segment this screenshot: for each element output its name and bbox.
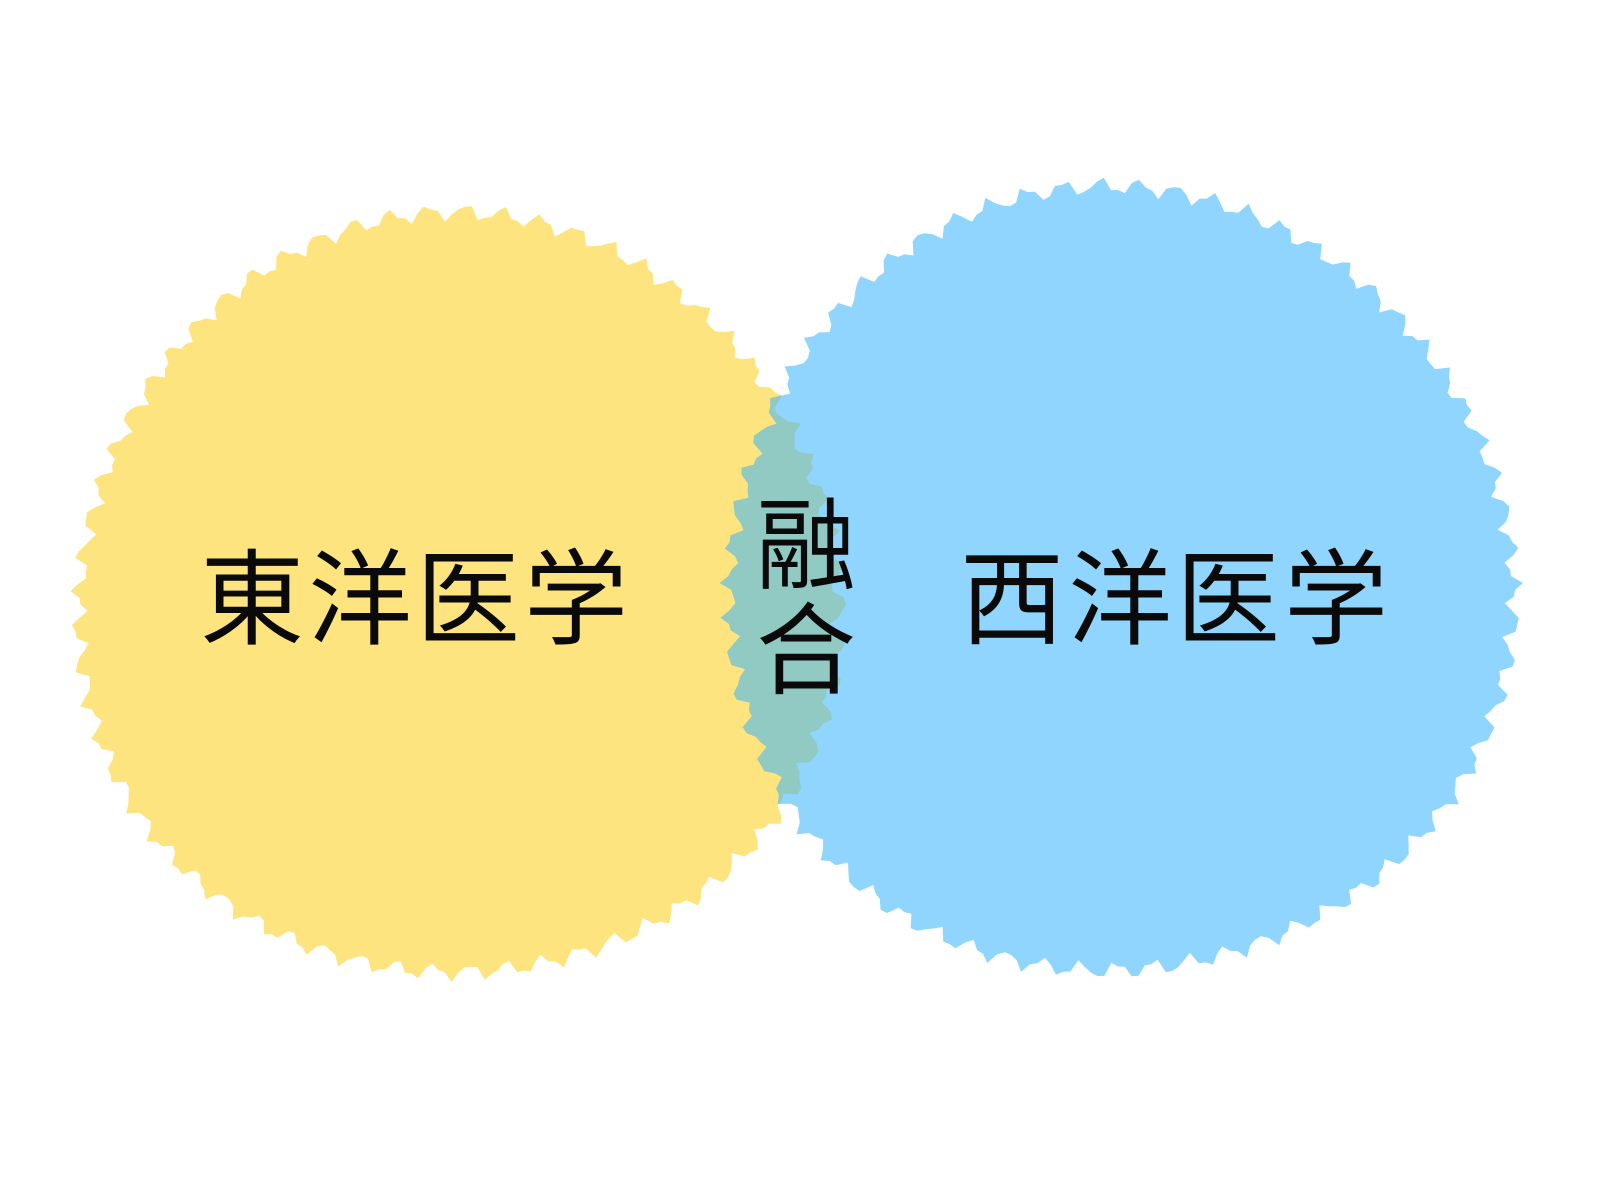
right-circle-label: 西洋医学 (960, 539, 1393, 661)
overlap-label: 融 合 (748, 494, 864, 704)
left-circle-label: 東洋医学 (200, 539, 633, 661)
left-circle-eastern-medicine (70, 206, 847, 983)
right-circle-western-medicine (719, 177, 1523, 977)
overlap-label-line-2: 合 (756, 593, 856, 710)
overlap-label-line-1: 融 (756, 488, 856, 605)
